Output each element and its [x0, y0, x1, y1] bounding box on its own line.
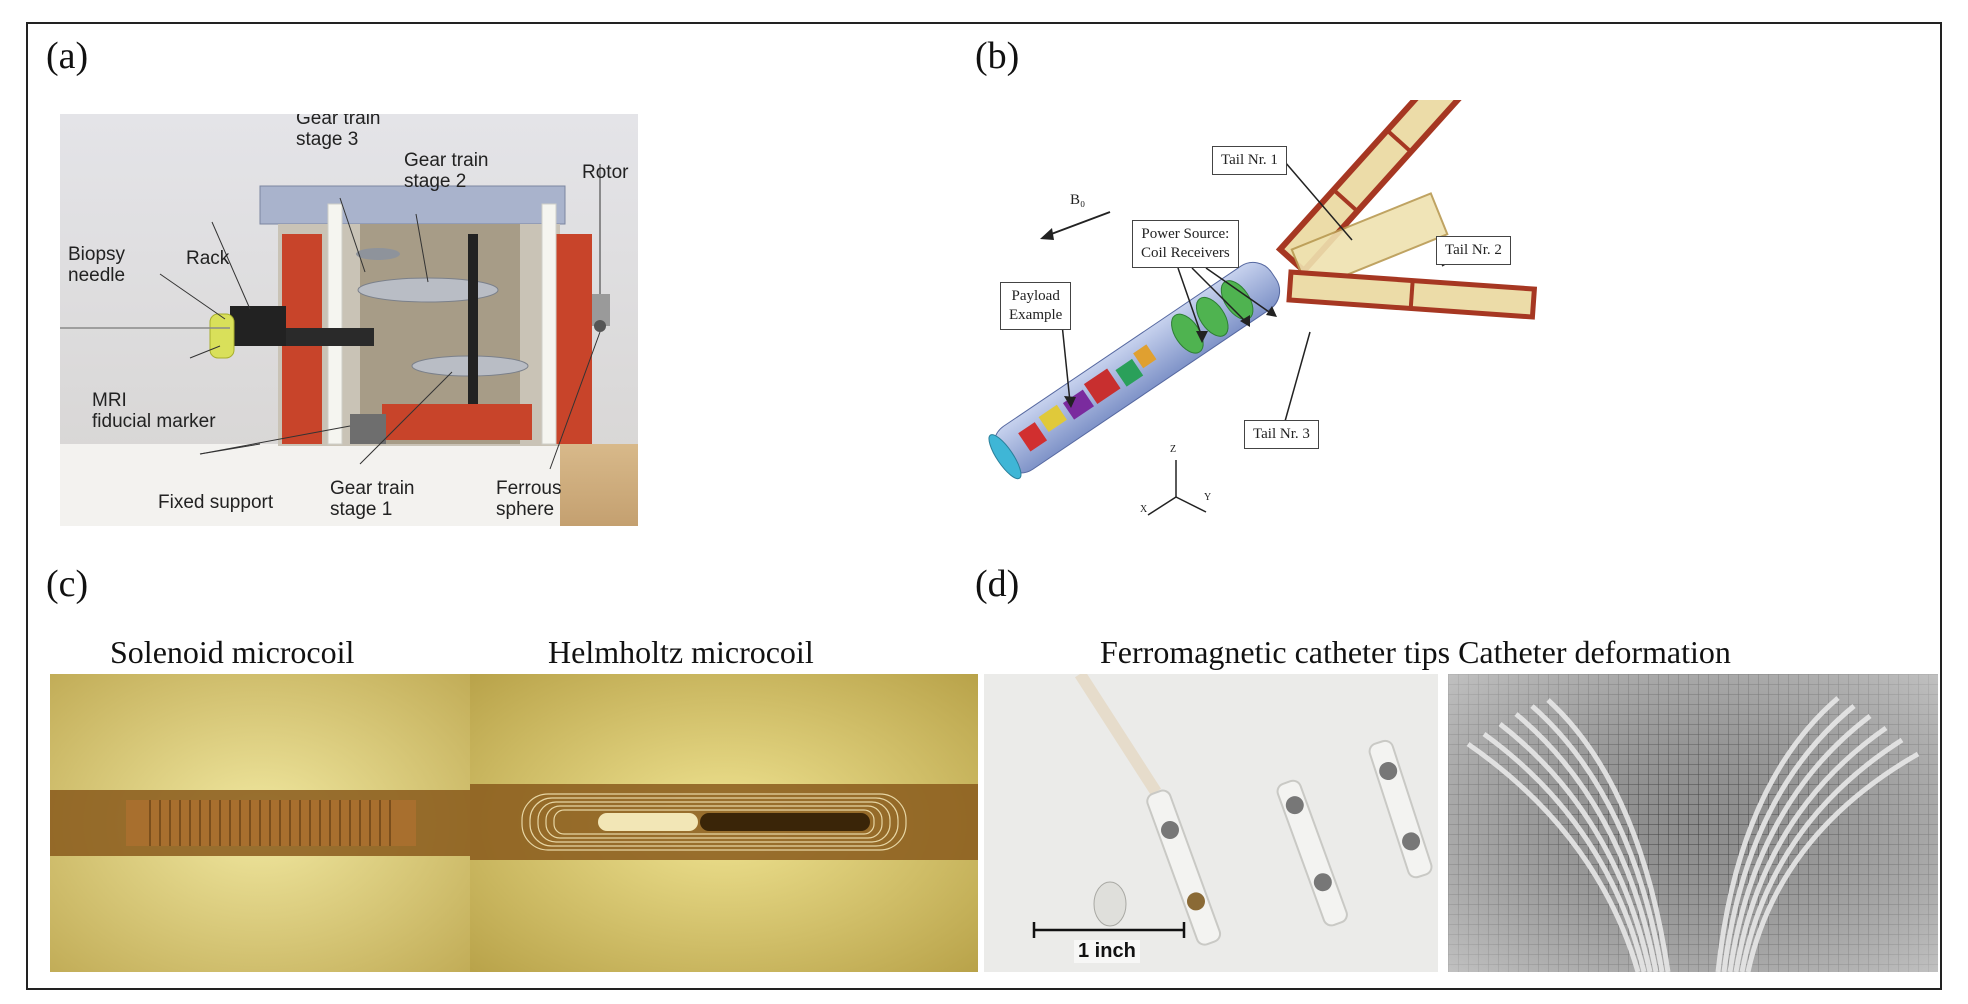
panel-b-label: (b)	[975, 35, 1020, 77]
panel-b-schematic: B₀ Tail Nr. 1 Tail Nr. 2 Tail Nr. 3 Powe…	[960, 100, 1600, 540]
gear-train-stage1-annotation: Gear train stage 1	[330, 478, 415, 521]
helmholtz-photo	[470, 674, 978, 972]
power-source-label: Power Source: Coil Receivers	[1132, 220, 1239, 268]
scale-bar-label: 1 inch	[1074, 940, 1140, 963]
solenoid-photo	[50, 674, 470, 972]
panel-a-label: (a)	[46, 35, 89, 77]
mri-fiducial-annotation: MRI fiducial marker	[92, 390, 216, 433]
biopsy-needle-annotation: Biopsy needle	[68, 244, 126, 287]
panel-a-photo: Gear train stage 3 Gear train stage 2 Ro…	[60, 114, 638, 526]
rotor-annotation: Rotor	[582, 162, 629, 183]
robot-illustration	[60, 114, 638, 526]
payload-example-label: Payload Example	[1000, 282, 1072, 330]
rack-annotation: Rack	[186, 248, 230, 269]
microrobot-schematic	[988, 100, 1538, 516]
panel-d-title: Ferromagnetic catheter tips Catheter def…	[1100, 634, 1731, 670]
axis-y-label: Y	[1204, 492, 1212, 503]
axis-z-label: Z	[1170, 444, 1177, 455]
gear-train-stage2-annotation: Gear train stage 2	[404, 150, 489, 193]
catheter-tips-photo: 1 inch	[984, 674, 1438, 972]
axis-x-label: X	[1140, 504, 1148, 515]
solenoid-title: Solenoid microcoil	[110, 634, 355, 670]
catheter-deformation-photo	[1448, 674, 1938, 972]
panel-c-label: (c)	[46, 563, 89, 605]
b0-field-label: B₀	[1070, 192, 1086, 208]
fixed-support-annotation: Fixed support	[158, 492, 274, 513]
panel-d-label: (d)	[975, 563, 1020, 605]
tail-1-label: Tail Nr. 1	[1212, 146, 1287, 175]
tail-2-label: Tail Nr. 2	[1436, 236, 1511, 265]
helmholtz-title: Helmholtz microcoil	[548, 634, 814, 670]
tail-3-label: Tail Nr. 3	[1244, 420, 1319, 449]
gear-train-stage3-annotation: Gear train stage 3	[296, 114, 381, 151]
ferrous-sphere-annotation: Ferrous sphere	[496, 478, 562, 521]
